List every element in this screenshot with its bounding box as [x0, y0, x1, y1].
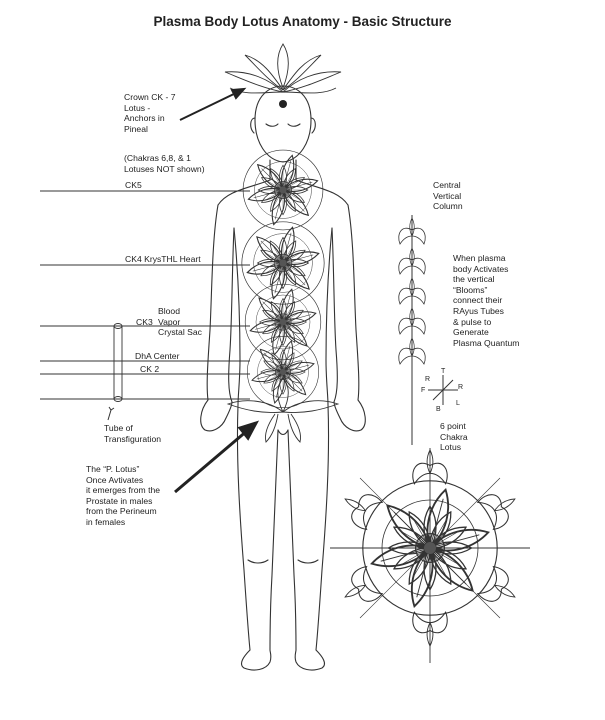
pineal-dot: [279, 100, 287, 108]
compass-b: B: [436, 406, 441, 413]
six-point-chakra-lotus: [330, 448, 530, 663]
label-ck3: CK3: [136, 317, 153, 327]
compass-r-right: R: [458, 384, 463, 391]
p-lotus: [226, 377, 340, 443]
label-dha: DhA Center: [135, 351, 180, 361]
leader-lines: [40, 190, 250, 400]
label-crown: Crown CK - 7 Lotus - Anchors in Pineal: [124, 92, 176, 134]
label-chakras-note: (Chakras 6,8, & 1 Lotuses NOT shown): [124, 153, 205, 174]
p-lotus-arrow: [174, 420, 260, 494]
tube-of-transfiguration: [107, 323, 123, 421]
page-title: Plasma Body Lotus Anatomy - Basic Struct…: [153, 14, 452, 29]
label-ck5: CK5: [125, 180, 142, 190]
label-six-point: 6 point Chakra Lotus: [440, 421, 468, 453]
body-outline: [200, 85, 366, 671]
label-central-column: Central Vertical Column: [433, 180, 463, 212]
chakra-lotus-ck4: [242, 222, 324, 304]
label-plasma-note: When plasma body Activates the vertical …: [453, 253, 520, 348]
crown-arrow: [179, 87, 247, 121]
label-blood-vapor: Blood Vapor Crystal Sac: [158, 306, 202, 338]
compass-l: L: [456, 400, 460, 407]
label-p-lotus: The “P. Lotus” Once Avtivates it emerges…: [86, 464, 161, 527]
label-tube: Tube of Transfiguration: [104, 423, 162, 444]
label-ck4: CK4 KrysTHL Heart: [125, 254, 201, 264]
compass-t: T: [441, 368, 446, 375]
compass-cross: [428, 375, 458, 405]
compass-f: F: [421, 387, 425, 394]
chakra-lotus-ck2: [247, 336, 318, 407]
compass-r-left: R: [425, 376, 430, 383]
central-vertical-column: [398, 215, 426, 445]
label-ck2: CK 2: [140, 364, 160, 374]
